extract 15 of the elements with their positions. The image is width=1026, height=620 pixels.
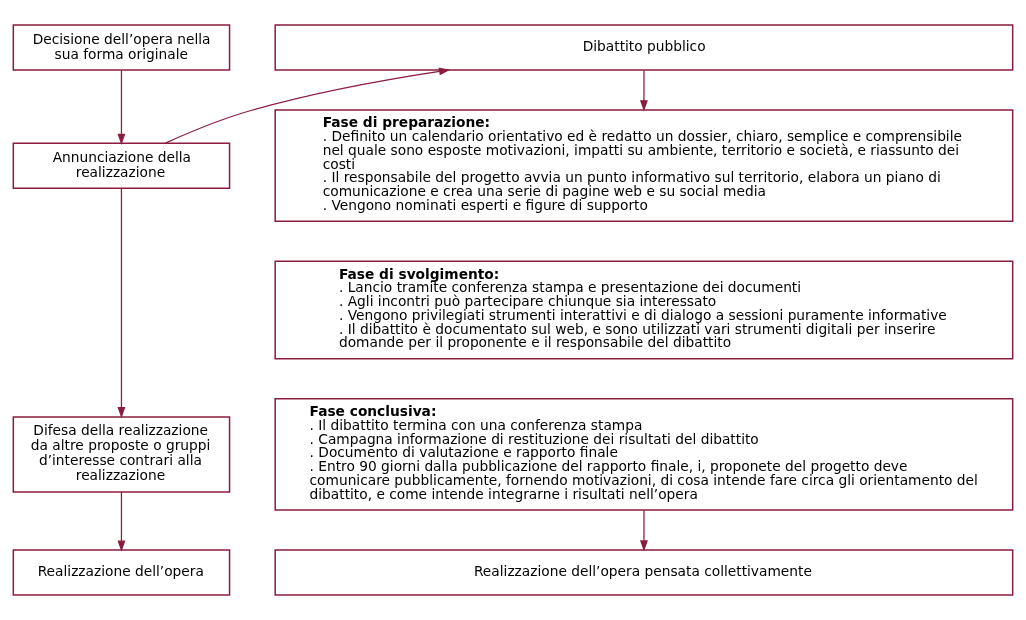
node-box: Fase di preparazione: . Definito un calendario orientativo ed è redatto un dossier, chiaro, semplice e comprensibile nel quale sono esposte motivazioni, impatti su ambiente, territorio e società, e riassunto dei costi . Il responsabile del progetto avvia un punto informativo sul territorio, elabora un piano di comunicazione e crea una serie di pagine web e su social media . Vengono nominati esperti e figure di supporto xyxy=(274,109,1014,222)
arrow xyxy=(117,187,126,419)
arrow xyxy=(117,491,126,552)
node-box: Decisione dell’opera nella sua forma originale xyxy=(12,24,231,71)
node-box: Fase di svolgimento: . Lancio tramite conferenza stampa e presentazione dei documenti . Agli incontri può partecipare chiunque sia interessato . Vengono privilegiati strumenti interattivi e di dialogo a sessioni puramente informative . Il dibattito è documentato sul web, e sono utilizzati vari strumenti digitali per inserire domande per il proponente e il responsabile del dibattito xyxy=(274,260,1014,360)
arrow xyxy=(640,509,648,552)
node-box: Difesa della realizzazione da altre proposte o gruppi d’interesse contrari alla realizzazione xyxy=(12,416,231,493)
node-box: Annunciazione della realizzazione xyxy=(12,142,231,189)
arrow xyxy=(640,69,648,112)
node-box: Fase conclusiva: . Il dibattito termina con una conferenza stampa . Campagna informazione di restituzione dei risultati del dibattito . Documento di valutazione e rapporto finale . Entro 90 giorni dalla pubblicazione del rapporto finale, i, proponete del progetto deve comunicare pubblicamente, fornendo motivazioni, di cosa intende fare circa gli orientamento del dibattito, e come intende integrarne i risultati nell’opera xyxy=(274,398,1014,511)
arrow xyxy=(117,69,126,145)
node-box: Realizzazione dell’opera pensata collettivamente xyxy=(274,549,1014,596)
node-box: Dibattito pubblico xyxy=(274,24,1014,71)
arrow xyxy=(164,67,451,144)
node-box: Realizzazione dell’opera xyxy=(12,549,231,596)
